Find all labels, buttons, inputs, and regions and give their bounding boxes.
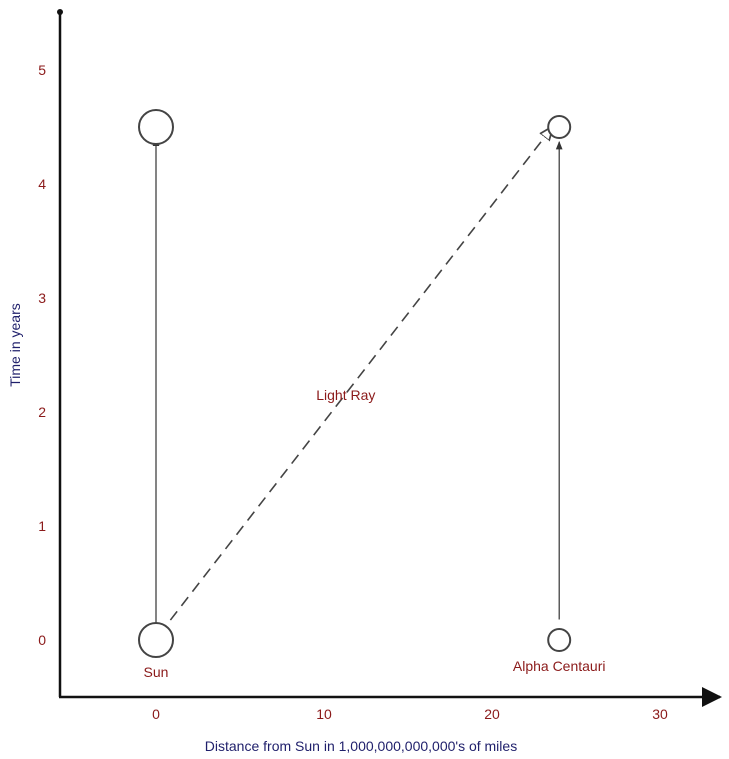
- y-tick-label: 3: [38, 290, 46, 306]
- x-tick-labels: 0 10 20 30: [152, 706, 668, 722]
- annotation-label: Sun: [144, 664, 169, 680]
- body-marker: [547, 115, 572, 139]
- plot-lines: [152, 127, 563, 640]
- y-tick-label: 0: [38, 632, 46, 648]
- y-tick-label: 4: [38, 176, 46, 192]
- plot-markers: [138, 109, 572, 658]
- x-tick-label: 0: [152, 706, 160, 722]
- y-tick-label: 1: [38, 518, 46, 534]
- x-tick-label: 30: [652, 706, 668, 722]
- y-tick-label: 5: [38, 62, 46, 78]
- x-axis-title: Distance from Sun in 1,000,000,000,000's…: [205, 738, 517, 754]
- light-ray-line: [158, 127, 552, 635]
- x-tick-label: 10: [316, 706, 332, 722]
- annotation-label: Alpha Centauri: [513, 658, 606, 674]
- body-marker: [547, 628, 572, 652]
- y-axis-end-cap: [57, 9, 63, 15]
- body-marker: [138, 109, 174, 145]
- x-tick-label: 20: [484, 706, 500, 722]
- y-tick-labels: 0 1 2 3 4 5: [38, 62, 46, 648]
- y-tick-label: 2: [38, 404, 46, 420]
- annotation-label: Light Ray: [316, 387, 375, 403]
- plot-annotations: Sun Alpha Centauri Light Ray: [144, 387, 606, 680]
- body-marker: [138, 622, 174, 658]
- y-axis-title: Time in years: [7, 303, 23, 387]
